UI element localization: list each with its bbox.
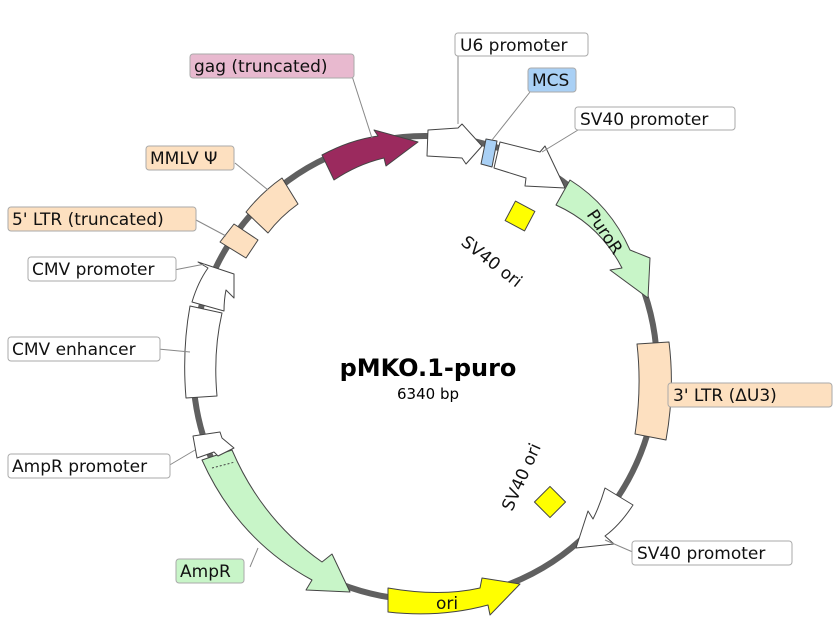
label-ampr-promoter: AmpR promoter — [12, 457, 147, 477]
feature-mcs[interactable] — [480, 138, 498, 168]
label-sv40-promoter-bottom: SV40 promoter — [637, 544, 765, 564]
labels-layer: U6 promoter MCS SV40 promoter 3' LTR (ΔU… — [7, 32, 833, 584]
feature-sv40-ori-top[interactable] — [504, 200, 536, 232]
feature-mmlv-psi[interactable] — [245, 177, 299, 234]
feature-puror[interactable] — [555, 179, 651, 299]
feature-gag[interactable] — [321, 129, 419, 181]
feature-cmv-promoter[interactable] — [191, 261, 235, 312]
feature-sv40-promoter-top[interactable] — [493, 141, 566, 189]
feature-ltr5[interactable] — [219, 223, 259, 259]
plasmid-name: pMKO.1-puro — [340, 354, 517, 382]
feature-ori[interactable] — [387, 577, 521, 616]
feature-ampr-promoter[interactable] — [192, 431, 235, 459]
label-u6-promoter: U6 promoter — [460, 36, 568, 56]
label-mcs: MCS — [532, 71, 569, 91]
feature-sv40-promoter-bottom[interactable] — [575, 487, 634, 549]
feature-label-sv40-ori-top: SV40 ori — [457, 232, 526, 292]
label-cmv-enhancer: CMV enhancer — [12, 340, 136, 360]
feature-u6-promoter[interactable] — [426, 123, 483, 165]
leader-lines — [157, 56, 672, 568]
label-ampr: AmpR — [180, 562, 231, 582]
label-mmlv-psi: MMLV Ψ — [150, 149, 217, 169]
label-gag: gag (truncated) — [194, 57, 328, 77]
label-sv40-promoter-top: SV40 promoter — [580, 110, 708, 130]
feature-sv40-ori-bottom[interactable] — [533, 485, 567, 519]
feature-ltr3[interactable] — [634, 341, 672, 441]
label-ltr5: 5' LTR (truncated) — [12, 210, 164, 230]
label-cmv-promoter: CMV promoter — [32, 260, 154, 280]
plasmid-size: 6340 bp — [397, 385, 459, 403]
feature-label-ori: ori — [436, 594, 458, 614]
label-ltr3: 3' LTR (ΔU3) — [673, 386, 777, 406]
feature-cmv-enhancer[interactable] — [184, 305, 223, 399]
feature-ampr[interactable] — [201, 449, 351, 593]
